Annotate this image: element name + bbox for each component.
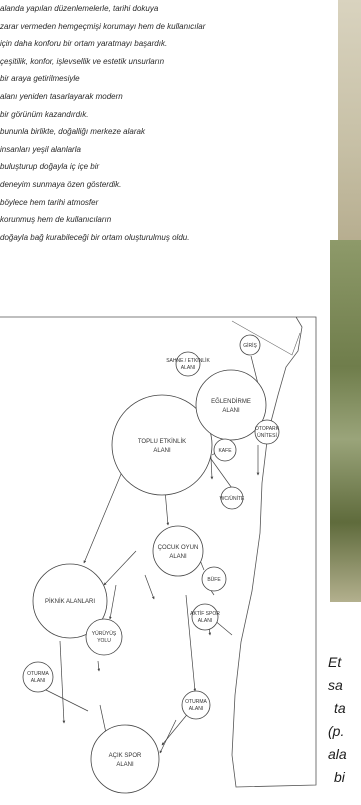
svg-text:ALANI: ALANI <box>31 678 45 684</box>
svg-text:ÇOCUK OYUN: ÇOCUK OYUN <box>158 545 199 551</box>
caption-line: bi <box>328 766 361 789</box>
svg-text:BÜFE: BÜFE <box>207 576 221 583</box>
paragraph-line: bununla birlikte, doğalliğı merkeze alar… <box>0 123 330 141</box>
svg-text:ALANI: ALANI <box>169 554 187 560</box>
paragraph-line: bir araya getirilmesiyle <box>0 70 330 88</box>
bubble-diagram: TOPLU ETKİNLİK ALANI EĞLENDİRME ALANI Gİ… <box>0 315 318 805</box>
svg-text:WC/ÜNİTE: WC/ÜNİTE <box>220 495 245 502</box>
diagram-node-oturma-2: OTURMA ALANI <box>182 691 210 719</box>
svg-text:ALANI: ALANI <box>189 706 203 712</box>
paragraph-line: için daha konforu bir ortam yaratmayı ba… <box>0 35 330 53</box>
paragraph-line: korunmuş hem de kullanıcıların <box>0 211 330 229</box>
paragraph-line: böylece hem tarihi atmosfer <box>0 194 330 212</box>
svg-text:OTURMA: OTURMA <box>185 699 207 705</box>
svg-text:TOPLU ETKİNLİK: TOPLU ETKİNLİK <box>138 438 186 445</box>
caption-line: sa <box>328 674 361 697</box>
svg-text:OTURMA: OTURMA <box>27 671 49 677</box>
svg-text:OTOPARK: OTOPARK <box>255 426 280 432</box>
paragraph-line: insanları yeşil alanlarla <box>0 141 330 159</box>
svg-text:ALANI: ALANI <box>198 618 212 624</box>
diagram-node-oturma-1: OTURMA ALANI <box>23 662 53 692</box>
diagram-node-wc: WC/ÜNİTE <box>220 487 245 509</box>
svg-text:ÜNİTESİ: ÜNİTESİ <box>257 432 277 439</box>
diagram-node-cocuk: ÇOCUK OYUN ALANI <box>153 526 203 576</box>
caption-line: Et <box>328 651 361 674</box>
svg-text:PİKNİK ALANLARI: PİKNİK ALANLARI <box>45 598 95 605</box>
diagram-node-aktif: AKTİF SPOR ALANI <box>190 604 220 630</box>
caption-line: (p. <box>328 720 361 743</box>
svg-text:SAHNE / ETKİNLİK: SAHNE / ETKİNLİK <box>166 357 210 364</box>
photo-caption: Et sa ta (p. ala bi <box>328 651 361 789</box>
svg-text:AKTİF SPOR: AKTİF SPOR <box>190 610 220 617</box>
paragraph-line: doğayla bağ kurabileceği bir ortam oluşt… <box>0 229 330 247</box>
diagram-node-giris: GİRİŞ <box>240 335 260 355</box>
paragraph-line: zarar vermeden hemgeçmişi korumayı hem d… <box>0 18 330 36</box>
diagram-node-kafe: KAFE <box>214 439 236 461</box>
caption-line: ta <box>328 697 361 720</box>
svg-text:KAFE: KAFE <box>218 448 232 454</box>
paragraph-line: çeşitilik, konfor, işlevsellik ve esteti… <box>0 53 330 71</box>
site-photo-bottom <box>330 240 361 602</box>
description-paragraph: alanda yapılan düzenlemelerle, tarihi do… <box>0 0 330 246</box>
caption-line: ala <box>328 743 361 766</box>
paragraph-line: bir görünüm kazandırdık. <box>0 106 330 124</box>
paragraph-line: buluşturup doğayla iç içe bir <box>0 158 330 176</box>
paragraph-line: alanda yapılan düzenlemelerle, tarihi do… <box>0 0 330 18</box>
svg-text:GİRİŞ: GİRİŞ <box>243 342 257 349</box>
site-photo-top <box>338 0 361 240</box>
paragraph-line: deneyim sunmaya özen gösterdik. <box>0 176 330 194</box>
svg-text:ALANI: ALANI <box>181 365 195 371</box>
svg-text:AÇIK SPOR: AÇIK SPOR <box>109 753 142 759</box>
svg-text:YÜRÜYÜŞ: YÜRÜYÜŞ <box>92 630 117 637</box>
diagram-node-yuruyus: YÜRÜYÜŞ YOLU <box>86 619 122 655</box>
svg-text:ALANI: ALANI <box>153 448 171 454</box>
svg-text:ALANI: ALANI <box>222 408 240 414</box>
svg-text:EĞLENDİRME: EĞLENDİRME <box>211 398 251 405</box>
diagram-node-buffe: BÜFE <box>202 567 226 591</box>
svg-text:YOLU: YOLU <box>97 638 111 644</box>
diagram-node-acik: AÇIK SPOR ALANI <box>91 725 159 793</box>
paragraph-line: alanı yeniden tasarlayarak modern <box>0 88 330 106</box>
diagram-node-otopark: OTOPARK ÜNİTESİ <box>255 420 280 444</box>
svg-text:ALANI: ALANI <box>116 762 134 768</box>
diagram-node-sahne: SAHNE / ETKİNLİK ALANI <box>166 352 210 376</box>
